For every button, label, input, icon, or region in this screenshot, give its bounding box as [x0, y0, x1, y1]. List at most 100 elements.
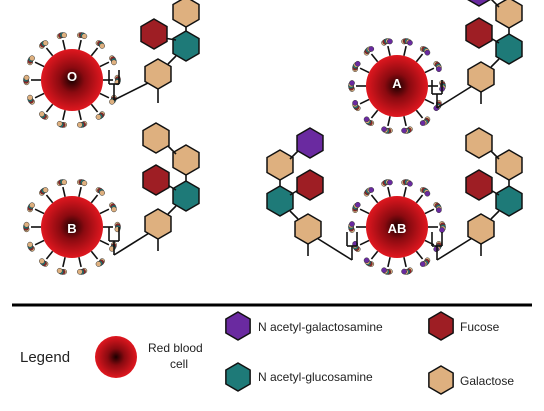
mini-antigen-stem [99, 239, 110, 246]
mini-antigen-stem [90, 47, 99, 57]
mini-sugar-dot [349, 221, 355, 227]
mini-sugar-dot [27, 241, 33, 248]
mini-antigen-stem [78, 257, 82, 268]
n-acetyl-glucosamine-hexagon [495, 33, 523, 65]
mini-antigen-stem [34, 208, 45, 215]
mini-antigen-stem [62, 186, 66, 197]
mini-antigen-stem [34, 92, 45, 99]
mini-sugar-dot [407, 39, 413, 46]
galactose-hexagon [467, 61, 495, 93]
cell-o-group: O [23, 32, 121, 128]
fucose-icon [428, 311, 454, 341]
mini-sugar-dot [419, 261, 426, 267]
linkage-line [490, 210, 500, 220]
mini-sugar-dot [401, 268, 407, 275]
legend-title: Legend [20, 349, 70, 366]
mini-antigen-stem [415, 53, 424, 63]
galactose-hexagon [172, 0, 200, 28]
mini-antigen-stem [45, 194, 54, 204]
mini-sugar-dot [99, 190, 105, 196]
mini-antigen-stem [415, 194, 424, 204]
mini-antigen-stem [424, 67, 435, 74]
mini-antigen-stem [370, 109, 379, 119]
mini-sugar-dot [56, 120, 63, 127]
legend-gal-label: Galactose [460, 374, 514, 388]
mini-antigen-stem [34, 239, 45, 246]
mini-antigen-stem [403, 257, 407, 268]
fucose-hexagon [140, 18, 168, 50]
mini-antigen-stem [359, 67, 370, 74]
galactose-hexagon [172, 144, 200, 176]
mini-sugar-dot [42, 187, 49, 193]
n-acetyl-galactosamine-hexagon [296, 127, 324, 159]
galactose-hexagon [144, 58, 172, 90]
mini-antigen-stem [90, 103, 99, 113]
legend-n-acetyl-glucosamine-hexagon [225, 362, 251, 392]
linkage-line [311, 234, 353, 261]
galactose-hexagon [144, 208, 172, 240]
legend-rbc-label-line2: cell [170, 357, 188, 371]
red-blood-cell-body [366, 55, 428, 117]
mini-antigen-stem [99, 208, 110, 215]
red-blood-cell-body [41, 49, 103, 111]
mini-antigen-stem [99, 61, 110, 68]
mini-sugar-dot [387, 38, 393, 45]
legend-galnac-label: N acetyl-galactosamine [258, 320, 383, 334]
n-acetyl-glucosamine-hexagon [495, 185, 523, 217]
n-acetyl-glucosamine-hexagon [266, 185, 294, 217]
mini-sugar-dot [381, 267, 387, 274]
mini-sugar-dot [407, 180, 413, 187]
linkage-line [436, 82, 478, 109]
red-blood-cell-o [23, 32, 121, 128]
mini-sugar-dot [363, 116, 370, 123]
red-blood-cell-body [366, 196, 428, 258]
legend-rbc-body [95, 336, 137, 378]
mini-sugar-dot [435, 66, 442, 73]
fucose-hexagon [296, 169, 324, 201]
antigen-chain-b [108, 122, 200, 256]
galactose-hexagon [266, 149, 294, 181]
n-acetyl-glucosamine-hexagon [172, 180, 200, 212]
mini-antigen-stem [415, 250, 424, 260]
cell-a-label: A [392, 76, 402, 91]
mini-antigen-stem [45, 103, 54, 113]
antigen-chain-ab-left [266, 127, 358, 261]
cell-b-label: B [67, 221, 76, 236]
mini-sugar-dot [27, 94, 33, 101]
mini-antigen-stem [387, 116, 391, 127]
n-acetyl-galactosamine-icon [225, 311, 251, 341]
mini-sugar-dot [61, 179, 67, 186]
mini-sugar-dot [23, 221, 30, 228]
antigen-chain-ab-right [431, 127, 523, 261]
mini-antigen-stem [62, 110, 66, 121]
mini-antigen-stem [359, 239, 370, 246]
mini-antigen-stem [45, 250, 54, 260]
mini-sugar-dot [381, 126, 387, 133]
mini-sugar-dot [401, 127, 407, 134]
red-blood-cell-body [41, 196, 103, 258]
mini-sugar-dot [352, 99, 359, 106]
linkage-line [113, 229, 155, 256]
mini-antigen-stem [387, 45, 391, 56]
mini-sugar-dot [363, 257, 370, 264]
linkage-line [167, 55, 177, 65]
mini-antigen-stem [370, 53, 379, 63]
mini-sugar-dot [435, 207, 442, 214]
mini-sugar-dot [419, 120, 426, 126]
mini-sugar-dot [95, 261, 102, 267]
mini-sugar-dot [77, 121, 83, 128]
mini-antigen-stem [370, 194, 379, 204]
mini-sugar-dot [77, 268, 83, 275]
mini-antigen-stem [359, 98, 370, 105]
n-acetyl-glucosamine-icon [225, 362, 251, 392]
mini-antigen-stem [90, 250, 99, 260]
mini-antigen-stem [403, 45, 407, 56]
galactose-hexagon [495, 0, 523, 29]
mini-sugar-dot [81, 33, 88, 40]
legend-rbc-icon [95, 336, 137, 378]
mini-sugar-dot [29, 202, 35, 209]
mini-antigen-stem [34, 61, 45, 68]
fucose-hexagon [465, 17, 493, 49]
mini-antigen-stem [424, 98, 435, 105]
